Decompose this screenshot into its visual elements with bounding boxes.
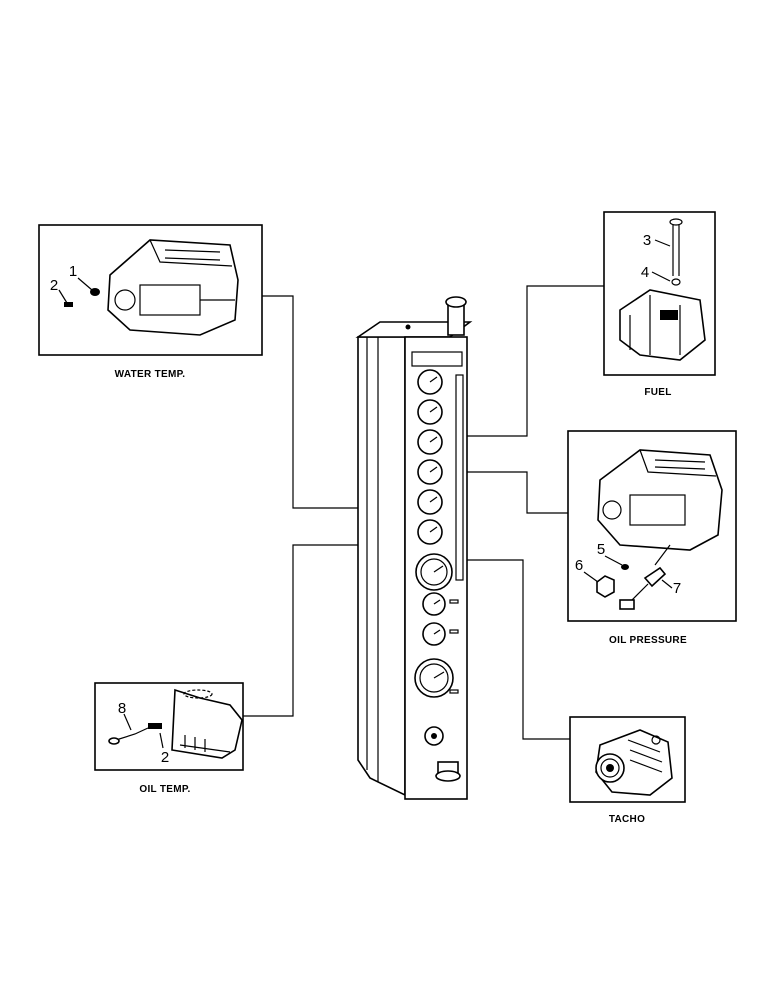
callout-1: 1: [69, 263, 77, 280]
callout-4: 4: [641, 264, 649, 281]
caption-oil-temp: OIL TEMP.: [139, 784, 190, 795]
caption-fuel: FUEL: [644, 387, 671, 398]
gauge-large: [414, 658, 454, 698]
leader-lines: [243, 285, 604, 740]
callout-2: 2: [161, 749, 169, 766]
leader-water-temp: [262, 295, 412, 509]
panel-oil-pressure: 5 6 7 OIL PRESSURE: [567, 430, 737, 646]
gauge-8: [422, 622, 446, 646]
instrument-panel: [355, 296, 473, 800]
gauge-7: [422, 592, 446, 616]
oil-temp-sender: [108, 723, 162, 745]
panel-connector: [435, 761, 461, 782]
panel-housing-side: [357, 336, 406, 797]
gauge-oil-pressure: [417, 459, 443, 485]
caption-oil-pressure: OIL PRESSURE: [609, 635, 687, 646]
pressure-switch: [596, 564, 667, 610]
callout-3: 3: [643, 232, 651, 249]
panel-tacho: TACHO: [569, 716, 686, 825]
callout-2: 2: [50, 277, 58, 294]
panel-water-temp: 1 2 WATER TEMP.: [38, 224, 263, 380]
fuel-tank-bracket: [619, 289, 706, 361]
alternator-illustration: [595, 729, 673, 796]
switch-rotary: [424, 726, 444, 746]
gauge-water-temp: [417, 489, 443, 515]
fuel-sender-rod: [669, 218, 683, 286]
gauge-2: [417, 399, 443, 425]
engine-illustration: [107, 239, 239, 336]
shutoff-knob: [445, 296, 467, 336]
gauge-fuel: [417, 429, 443, 455]
callout-6: 6: [575, 557, 583, 574]
gauge-tacho: [415, 553, 453, 591]
caption-water-temp: WATER TEMP.: [115, 369, 186, 380]
leader-oil-pressure: [446, 471, 568, 514]
gauge-oil-temp: [417, 519, 443, 545]
callout-7: 7: [673, 580, 681, 597]
gauge-1: [417, 369, 443, 395]
temp-sender: [64, 288, 100, 307]
leader-tacho: [442, 559, 570, 740]
caption-tacho: TACHO: [609, 814, 645, 825]
oil-sump-housing: [171, 688, 243, 759]
engine-illustration: [597, 449, 723, 551]
leader-oil-temp: [243, 544, 412, 717]
callout-5: 5: [597, 541, 605, 558]
leader-fuel: [452, 285, 604, 437]
panel-oil-temp: 8 2 OIL TEMP.: [94, 682, 244, 795]
callout-8: 8: [118, 700, 126, 717]
panel-fuel: 3 4 FUEL: [603, 211, 716, 398]
